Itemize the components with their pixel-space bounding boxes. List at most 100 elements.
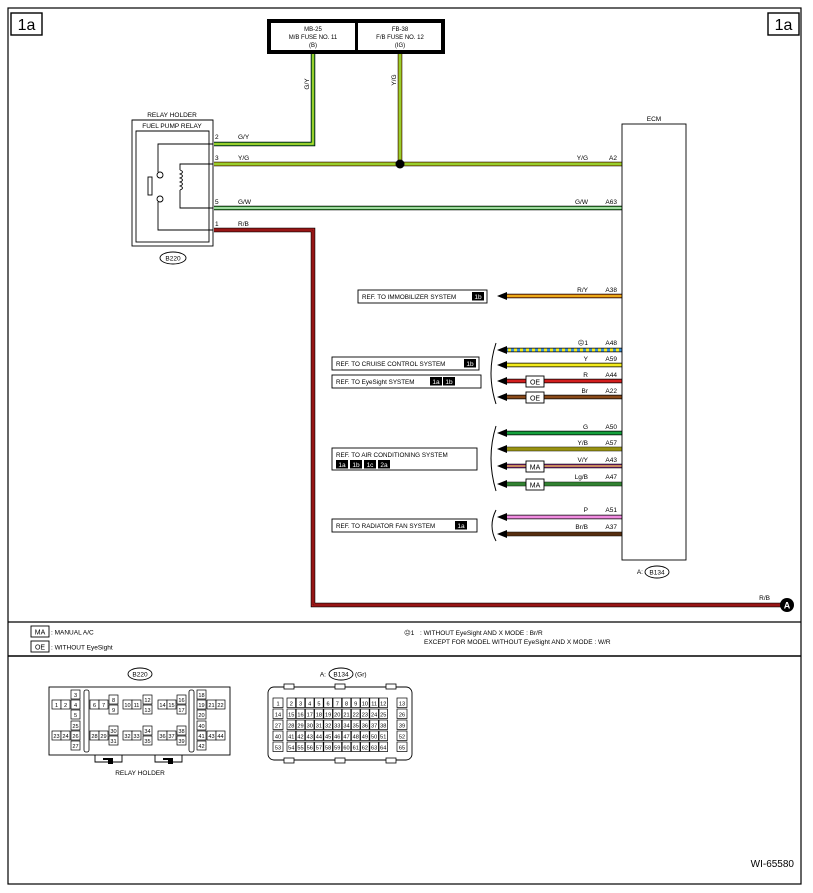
arrowhead xyxy=(497,530,507,538)
legend-oe-text: : WITHOUT EyeSight xyxy=(51,645,113,652)
pin-cell xyxy=(351,708,361,719)
ground-wire-label: R/B xyxy=(759,595,770,602)
inline-tag-text: MA xyxy=(530,483,541,490)
inline-tag-ma-1: MA xyxy=(525,460,545,473)
ecm-pin: A50 xyxy=(605,424,617,431)
pin-number: 33 xyxy=(133,734,139,740)
pin-cell xyxy=(378,697,388,708)
pin-cell xyxy=(360,719,370,730)
pin-cell xyxy=(369,719,379,730)
badge-text: 1b xyxy=(466,361,474,368)
pin-number: 9 xyxy=(354,702,357,708)
ecm-wire-color: Br xyxy=(582,388,589,395)
ecm-wire-color: G/W xyxy=(575,199,589,206)
ref-eyesight[interactable]: REF. TO EyeSight SYSTEM 1a 1b xyxy=(331,374,482,389)
pin-number: 61 xyxy=(353,746,359,752)
legend-ma: MA : MANUAL A/C xyxy=(30,625,94,638)
pin-number: 31 xyxy=(110,739,116,745)
pin-number: 15 xyxy=(288,713,294,719)
pin-cell xyxy=(314,708,324,719)
page-tag-right-text: 1a xyxy=(775,17,793,34)
pin-number: 16 xyxy=(297,713,303,719)
pin-cell xyxy=(369,730,379,741)
relay-name: FUEL PUMP RELAY xyxy=(142,123,202,130)
pin-number: 4 xyxy=(308,702,311,708)
pin-number: 1 xyxy=(55,703,58,709)
pin-number: 28 xyxy=(91,734,97,740)
pin-number: 33 xyxy=(334,724,340,730)
pin-number: 65 xyxy=(399,746,405,752)
pin-number: 52 xyxy=(399,735,405,741)
pin-number: 47 xyxy=(343,735,349,741)
ref-immobilizer[interactable]: REF. TO IMMOBILIZER SYSTEM 1b xyxy=(357,289,488,304)
ecm-wire-color: P xyxy=(584,507,588,514)
pin-number: 57 xyxy=(316,746,322,752)
relay-circuit xyxy=(147,143,213,231)
relay-holder-label: RELAY HOLDER xyxy=(147,112,197,119)
pin-cell xyxy=(131,699,142,710)
pin-number: 20 xyxy=(198,713,204,719)
pin-cell xyxy=(396,708,408,719)
legend-ma-text: : MANUAL A/C xyxy=(51,630,94,637)
inline-tag-oe-1: OE xyxy=(525,375,545,388)
pin-cell xyxy=(196,720,207,731)
pin-number: 14 xyxy=(275,713,281,719)
ref-radiator-fan-text: REF. TO RADIATOR FAN SYSTEM xyxy=(336,523,435,530)
pin-cell xyxy=(378,741,388,752)
pin-cell xyxy=(272,730,284,741)
ref-air-conditioning[interactable]: REF. TO AIR CONDITIONING SYSTEM 1a 1b 1c… xyxy=(331,447,478,471)
pin-cell xyxy=(378,719,388,730)
pin-cell xyxy=(341,730,352,741)
ecm-pin: A47 xyxy=(605,474,617,481)
ref-radiator-fan[interactable]: REF. TO RADIATOR FAN SYSTEM 1a xyxy=(331,518,478,533)
pin-cell xyxy=(369,741,379,752)
fuse-1-line-2: M/B FUSE NO. 11 xyxy=(289,35,338,41)
pin-cell xyxy=(108,704,119,715)
pin-number: 12 xyxy=(380,702,386,708)
fuse-2-wire-label: Y/G xyxy=(391,74,398,85)
pin-cell xyxy=(166,699,177,710)
pin-cell xyxy=(272,719,284,730)
relay-connector: B220 xyxy=(165,256,181,263)
pin-cell xyxy=(341,741,352,752)
pin-cell xyxy=(295,730,306,741)
pin-number: 42 xyxy=(198,744,204,750)
ecm-wire-color: Y/G xyxy=(577,155,588,162)
ecm-wire-color: Y/B xyxy=(578,440,588,447)
pin-cell xyxy=(396,741,408,752)
relay-pin-1-color: R/B xyxy=(238,221,249,228)
pin-number: 44 xyxy=(217,734,223,740)
pin-cell xyxy=(98,730,109,741)
pin-cell xyxy=(70,740,81,751)
b220-caption: RELAY HOLDER xyxy=(115,770,165,777)
relay-pin-1: 1 xyxy=(215,221,219,228)
pin-cell xyxy=(332,741,342,752)
arrowhead xyxy=(497,445,507,453)
pin-number: 41 xyxy=(198,734,204,740)
pin-number: 24 xyxy=(371,713,377,719)
pin-number: 39 xyxy=(399,724,405,730)
ecm-pin: A22 xyxy=(605,388,617,395)
pin-number: 2 xyxy=(290,702,293,708)
pin-number: 46 xyxy=(334,735,340,741)
ref-cruise-control[interactable]: REF. TO CRUISE CONTROL SYSTEM 1b xyxy=(331,356,480,371)
fuse-1-line-3: (B) xyxy=(309,43,317,49)
pin-number: 55 xyxy=(297,746,303,752)
pin-number: 17 xyxy=(178,708,184,714)
pin-cell xyxy=(286,741,296,752)
pin-cell xyxy=(323,730,333,741)
pin-number: 43 xyxy=(307,735,313,741)
pin-number: 34 xyxy=(144,729,150,735)
ref-air-conditioning-text: REF. TO AIR CONDITIONING SYSTEM xyxy=(336,452,448,459)
wire-r-b xyxy=(214,227,782,608)
pin-cell xyxy=(332,708,342,719)
pin-number: 20 xyxy=(334,713,340,719)
pin-cell xyxy=(215,699,226,710)
pin-number: 27 xyxy=(72,744,78,750)
pin-number: 21 xyxy=(208,703,214,709)
pin-number: 35 xyxy=(353,724,359,730)
inline-tag-text: OE xyxy=(530,380,540,387)
fuse-box: MB-25 M/B FUSE NO. 11 (B) FB-38 F/B FUSE… xyxy=(267,19,445,54)
ecm-wire-color: Y xyxy=(584,356,589,363)
